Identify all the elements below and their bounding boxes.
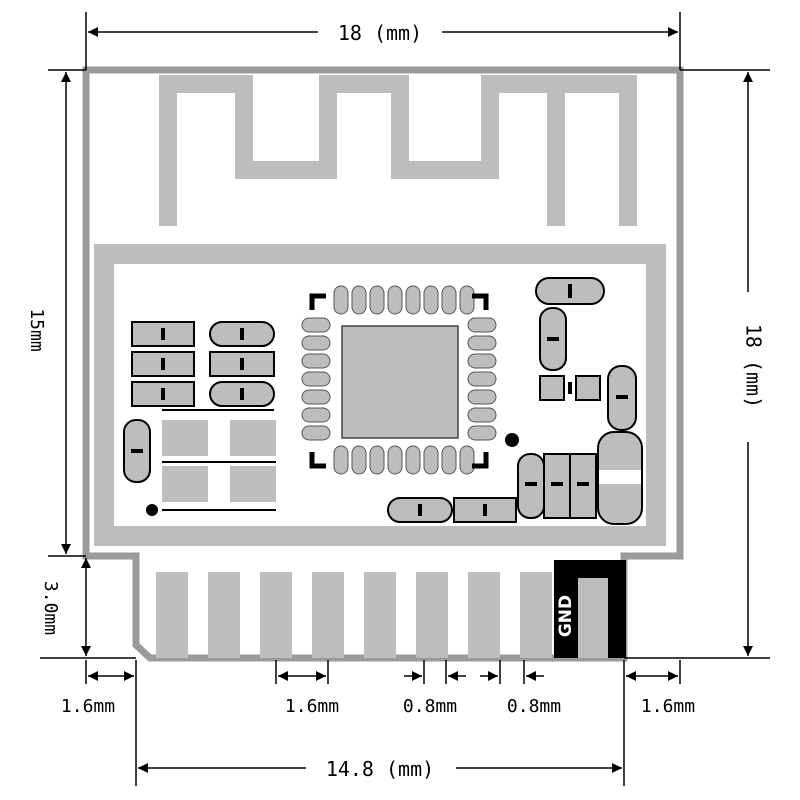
dim-right-height: 18 (mm) [624, 69, 770, 659]
chip-pads-left [301, 317, 331, 441]
dim-right-height-label: 18 (mm) [742, 324, 766, 408]
dim-bottom-height: 3.0mm [40, 558, 136, 659]
dim-pad-width-label: 1.6mm [285, 696, 339, 717]
dim-bottom-row: 1.6mm 1.6mm 0.8mm 0.8mm 1.6mm 14.8 (mm) [61, 660, 695, 786]
right-component-marks [418, 284, 628, 516]
edge-pad-5 [364, 572, 396, 658]
main-chip [301, 285, 519, 475]
dim-top-width-label: 18 (mm) [338, 21, 422, 45]
edge-pad-1 [156, 572, 188, 658]
dim-bottom-height-label: 3.0mm [40, 581, 61, 635]
edge-pad-8 [520, 572, 552, 658]
edge-pad-4 [312, 572, 344, 658]
dim-left-height: 15mm [24, 69, 86, 557]
edge-pad-3 [260, 572, 292, 658]
right-large-cap-band [599, 470, 641, 484]
left-vertical-capacitor [123, 419, 151, 483]
chip-pads-right [467, 317, 497, 441]
chip-thermal-pad [341, 325, 459, 439]
chip-pads-top [333, 285, 475, 315]
edge-pad-2 [208, 572, 240, 658]
chip-pads-bottom [333, 445, 475, 475]
left-array-marks [161, 328, 244, 400]
chip-pin1-dot [505, 433, 519, 447]
pcb-antenna [159, 75, 637, 226]
dim-top-width: 18 (mm) [85, 12, 681, 70]
ground-pad: GND [554, 560, 626, 658]
dim-left-edge-label: 1.6mm [61, 696, 115, 717]
dim-bottom-width-label: 14.8 (mm) [326, 757, 434, 781]
chip-corner-marks [309, 293, 489, 469]
gnd-label: GND [556, 595, 576, 637]
edge-pad-7 [468, 572, 500, 658]
component-frame [94, 244, 666, 546]
edge-pad-6 [416, 572, 448, 658]
crystal [146, 420, 276, 516]
dim-gap-a-label: 0.8mm [403, 696, 457, 717]
dim-right-edge-label: 1.6mm [641, 696, 695, 717]
dim-gap-b-label: 0.8mm [507, 696, 561, 717]
edge-pads [156, 572, 552, 658]
dim-left-height-label: 15mm [26, 308, 47, 351]
